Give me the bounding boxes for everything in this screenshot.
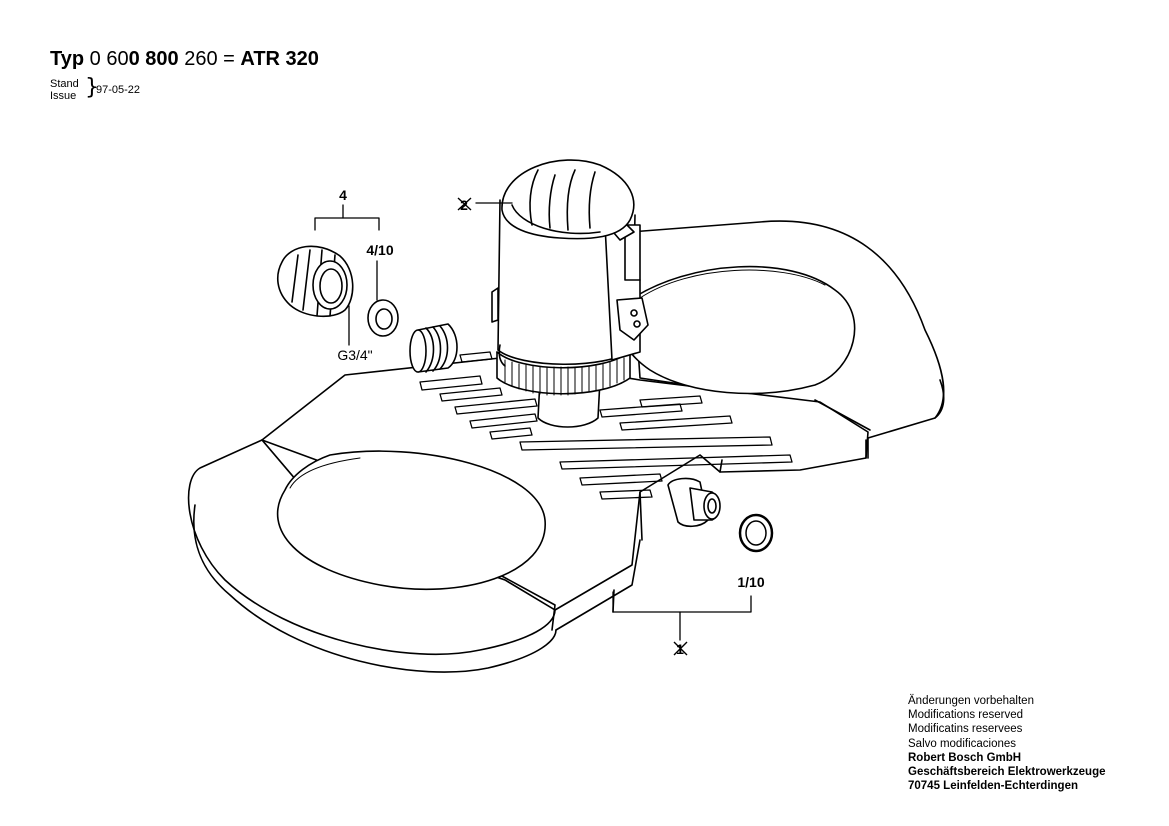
rear-oval-hole bbox=[618, 265, 856, 395]
type-number-c: 260 = bbox=[178, 48, 235, 70]
label-part-4: 4 bbox=[339, 187, 347, 203]
stand-issue-label: Stand Issue bbox=[50, 78, 79, 102]
hose-gasket-rear bbox=[367, 299, 399, 337]
issue-date: 97-05-22 bbox=[96, 84, 141, 96]
typ-label: Typ bbox=[50, 48, 85, 70]
water-channel-slots bbox=[419, 351, 793, 500]
label-part-1-10: 1/10 bbox=[737, 574, 764, 590]
footer-line-en: Modifications reserved bbox=[908, 709, 1024, 722]
part-1-cross-icon bbox=[673, 641, 688, 656]
label-part-4-10: 4/10 bbox=[366, 242, 393, 258]
footer-notice: Änderungen vorbehalten Modifications res… bbox=[908, 694, 1106, 793]
label-thread-size: G3/4" bbox=[337, 347, 372, 363]
type-title: Typ 0 600 800 260 = ATR 320 bbox=[50, 47, 319, 71]
footer-division: Geschäftsbereich Elektrowerkzeuge bbox=[908, 766, 1106, 779]
model-name: ATR 320 bbox=[240, 48, 319, 70]
front-gasket bbox=[738, 513, 774, 553]
front-oval-hole bbox=[276, 450, 546, 591]
hose-connector-nut bbox=[276, 245, 354, 318]
hose-thread-fitting bbox=[409, 323, 458, 373]
type-number-a: 0 60 bbox=[89, 48, 129, 70]
footer-line-fr: Modificatins reservees bbox=[908, 723, 1023, 736]
issue-label: Issue bbox=[50, 90, 77, 102]
footer-address: 70745 Leinfelden-Echterdingen bbox=[908, 780, 1078, 793]
footer-line-es: Salvo modificaciones bbox=[908, 737, 1017, 750]
part-2-cross-icon bbox=[457, 197, 472, 211]
sprinkler-head bbox=[491, 159, 649, 428]
front-quick-coupling bbox=[667, 477, 721, 528]
footer-line-de: Änderungen vorbehalten bbox=[908, 695, 1034, 707]
brace-icon: } bbox=[85, 75, 99, 100]
footer-company: Robert Bosch GmbH bbox=[908, 751, 1022, 764]
type-number-b: 0 800 bbox=[128, 48, 179, 70]
document-header: Typ 0 600 800 260 = ATR 320 bbox=[50, 47, 319, 71]
stand-label: Stand bbox=[50, 78, 79, 90]
